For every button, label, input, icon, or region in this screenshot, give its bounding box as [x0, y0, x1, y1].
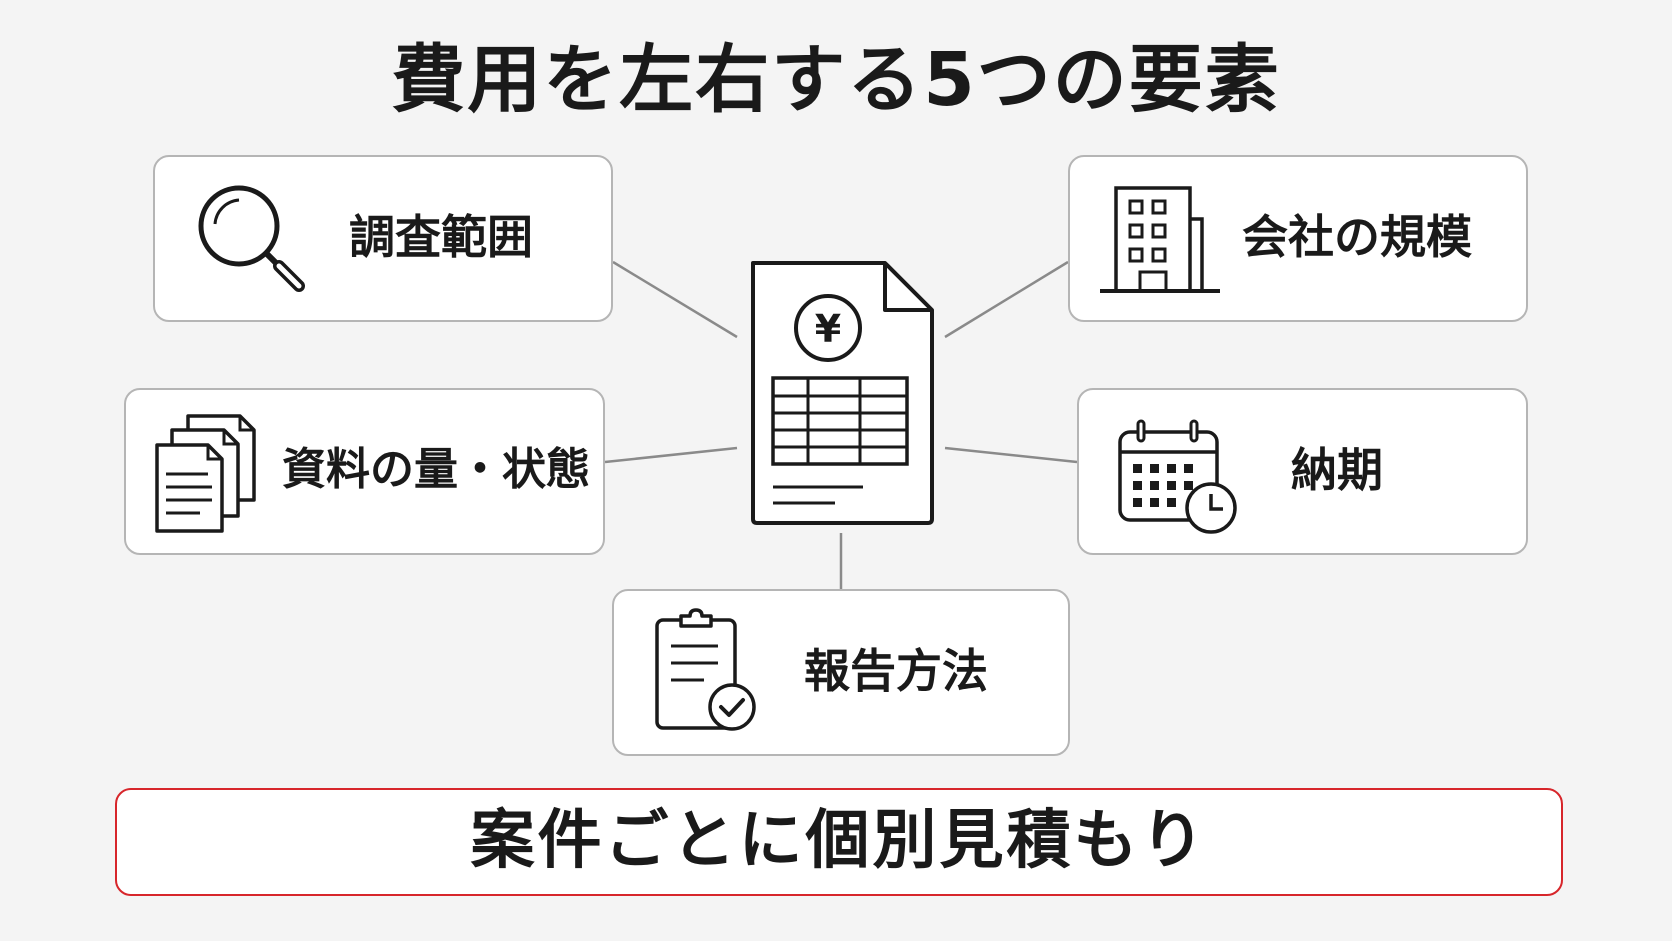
- calendar-clock-icon: [1118, 419, 1237, 534]
- yen-invoice-icon: ¥: [751, 261, 934, 525]
- conclusion-banner: 案件ごとに個別見積もり: [115, 788, 1563, 896]
- magnifier-icon: [198, 185, 305, 292]
- connector-company: [944, 260, 1069, 339]
- element-label-report: 報告方法: [804, 644, 988, 698]
- clipboard-check-icon: [655, 608, 756, 731]
- element-box-company: 会社の規模: [1068, 155, 1528, 322]
- element-box-documents: 資料の量・状態: [124, 388, 605, 555]
- element-label-deadline: 納期: [1291, 443, 1383, 497]
- building-icon: [1100, 186, 1220, 293]
- documents-icon: [155, 414, 256, 533]
- element-label-documents: 資料の量・状態: [282, 444, 590, 495]
- element-box-report: 報告方法: [612, 589, 1070, 756]
- element-label-scope: 調査範囲: [349, 210, 533, 264]
- element-box-scope: 調査範囲: [153, 155, 613, 322]
- connector-scope: [612, 260, 738, 339]
- page-title: 費用を左右する5つの要素: [391, 37, 1281, 123]
- connector-documents: [604, 446, 738, 464]
- yen-symbol: ¥: [815, 307, 841, 351]
- element-label-company: 会社の規模: [1242, 210, 1472, 264]
- connector-deadline: [944, 446, 1078, 464]
- element-box-deadline: 納期: [1077, 388, 1528, 555]
